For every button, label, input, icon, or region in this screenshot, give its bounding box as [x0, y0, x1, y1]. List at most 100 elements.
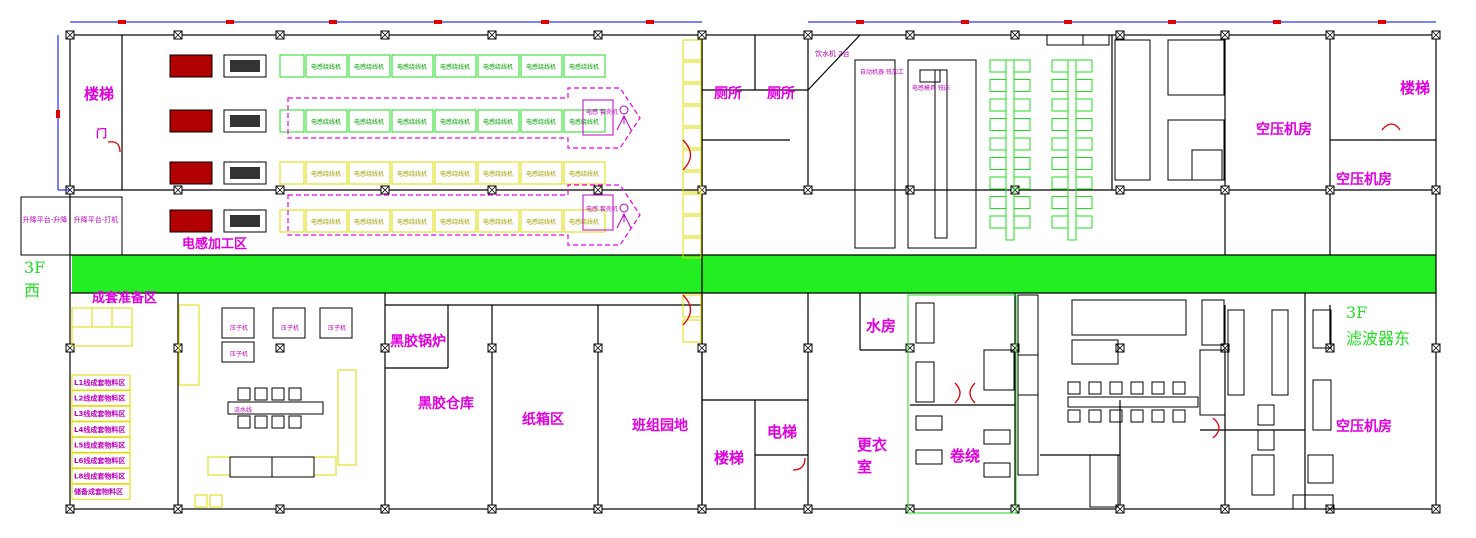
- inductor-box-label-1: 电感 套壳机: [586, 108, 618, 116]
- dimension-tick: [1378, 20, 1386, 24]
- chair: [271, 415, 285, 429]
- winder-cell: [348, 109, 391, 133]
- column-cross: [1325, 30, 1335, 40]
- winder-cell: [563, 209, 606, 233]
- black-store-label: 黑胶仓库: [418, 395, 474, 412]
- column-cross: [593, 504, 603, 514]
- winder-cell: [563, 161, 606, 185]
- main-corridor: [72, 255, 1436, 293]
- yellow-shelf: [682, 127, 702, 149]
- column-cross: [697, 343, 707, 353]
- winder-label: 电感绕线机: [354, 218, 384, 226]
- green-desk: [989, 196, 1007, 209]
- yellow-storage: [71, 39, 702, 508]
- column-cross: [593, 185, 603, 195]
- doors: [107, 123, 1401, 471]
- chair: [1067, 409, 1081, 423]
- winder-cell: [520, 161, 563, 185]
- chair: [237, 415, 251, 429]
- auto-machine-label: 自动机器 铣加工: [860, 68, 904, 76]
- chair: [288, 387, 302, 401]
- chair: [1067, 381, 1081, 395]
- dimension-tick: [541, 20, 549, 24]
- green-desk: [1075, 176, 1093, 190]
- winder-head: [279, 209, 305, 233]
- column-cross: [275, 185, 285, 195]
- column-cross: [697, 185, 707, 195]
- east-equipment: [854, 34, 1334, 510]
- green-desk: [1051, 98, 1069, 112]
- green-desk: [1013, 59, 1031, 73]
- press-label-3: 压子机: [328, 324, 346, 332]
- green-desk: [1013, 215, 1031, 229]
- winder-cell: [348, 54, 391, 78]
- winder-cell: [520, 209, 563, 233]
- column-cross: [1010, 504, 1020, 514]
- winder-label: 电感绕线机: [354, 118, 384, 126]
- column-cross: [380, 504, 390, 514]
- winder-label: 电感绕线机: [440, 170, 470, 178]
- east-floor-label: 3F: [1346, 303, 1367, 322]
- chair: [1109, 381, 1123, 395]
- green-desk: [1075, 79, 1093, 92]
- kit-row-labels: L1线成套物料区L2线成套物料区L3线成套物料区L4线成套物料区L5线成套物料区…: [73, 378, 125, 496]
- press-label-1: 压子机: [230, 324, 248, 332]
- green-desk: [1051, 79, 1069, 92]
- winder-label: 电感绕线机: [397, 63, 427, 71]
- winder-cell: [348, 161, 391, 185]
- dimension-tick: [856, 20, 864, 24]
- dimension-tick: [961, 20, 969, 24]
- winding-label: 卷绕: [949, 447, 980, 465]
- column-cross: [803, 343, 813, 353]
- east-stairs-label: 楼梯: [1400, 79, 1430, 97]
- yellow-shelf: [682, 237, 702, 259]
- toilet-2-label: 厕所: [767, 85, 795, 102]
- east-chairs: [1067, 381, 1186, 423]
- team-garden-label: 班组园地: [632, 417, 688, 434]
- column-cross: [1115, 30, 1125, 40]
- column-cross: [905, 185, 915, 195]
- stairs-2-label: 楼梯: [714, 449, 744, 467]
- winder-label: 电感绕线机: [483, 63, 513, 71]
- yellow-shelf: [682, 193, 702, 215]
- winder-label: 电感绕线机: [440, 63, 470, 71]
- winding-outline: [907, 294, 1017, 514]
- winder-cell: [305, 109, 348, 133]
- column-cross: [173, 30, 183, 40]
- dimension-tick: [329, 20, 337, 24]
- kit-row-box: [71, 468, 131, 485]
- winder-label: 电感绕线机: [526, 118, 556, 126]
- kit-row-box: [71, 483, 131, 500]
- green-workstations: [989, 59, 1093, 241]
- winder-cell: [348, 209, 391, 233]
- chair: [1151, 381, 1165, 395]
- kit-row-label: L1线成套物料区: [74, 378, 125, 387]
- column-cross: [1010, 30, 1020, 40]
- column-cross: [905, 504, 915, 514]
- column-cross: [1431, 504, 1441, 514]
- winder-cell: [520, 54, 563, 78]
- green-desk: [1051, 157, 1069, 170]
- inductor-box-stations: [582, 99, 632, 231]
- kit-row-label: L2线成套物料区: [74, 394, 125, 403]
- chair: [288, 415, 302, 429]
- green-desk: [1013, 176, 1031, 190]
- kit-row-label: L3线成套物料区: [74, 409, 125, 418]
- green-desk: [1051, 215, 1069, 229]
- column-cross: [1431, 185, 1441, 195]
- winder-cell: [391, 54, 434, 78]
- winder-label: 电感绕线机: [483, 218, 513, 226]
- water-room-label: 水房: [866, 317, 896, 335]
- column-cross: [275, 30, 285, 40]
- kit-row-label: L8线成套物料区: [74, 472, 125, 481]
- winder-cell: [305, 161, 348, 185]
- chair: [1130, 409, 1144, 423]
- green-desk: [1013, 196, 1031, 209]
- lift-platform-2-label: 升降平台-打机: [74, 215, 119, 224]
- bench-chairs: [237, 387, 302, 429]
- west-floor-label: 3F: [24, 258, 45, 277]
- chair: [1172, 381, 1186, 395]
- column-cross: [905, 343, 915, 353]
